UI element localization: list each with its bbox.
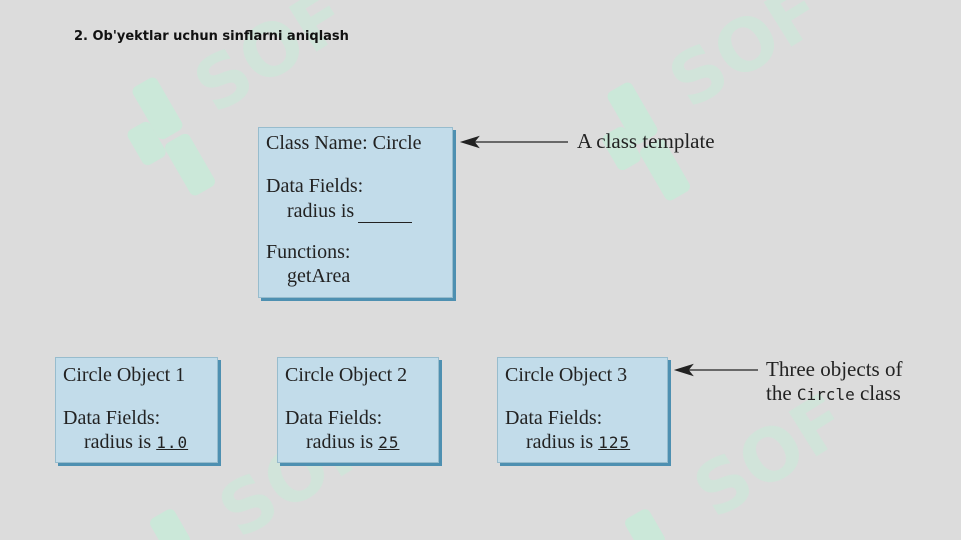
object-box-3: Circle Object 3 Data Fields: radius is 1… — [497, 357, 668, 463]
object-box-title: Circle Object 2 — [285, 364, 408, 386]
objects-note: Three objects of the Circle class — [766, 357, 902, 407]
object-box-fields-label: Data Fields: — [285, 407, 383, 429]
objects-note-suffix: class — [854, 381, 901, 405]
class-box-functions-label: Functions: — [266, 241, 351, 263]
object-box-field: radius is 1.0 — [84, 430, 188, 455]
slide-heading: 2. Ob'yektlar uchun sinflarni aniqlash — [74, 29, 349, 44]
objects-note-prefix: the — [766, 381, 797, 405]
object-box-fields-label: Data Fields: — [63, 407, 161, 429]
objects-note-arrow — [673, 363, 758, 377]
objects-note-code: Circle — [796, 385, 855, 404]
object-box-field: radius is 125 — [526, 430, 630, 455]
object-box-value: 1.0 — [156, 433, 189, 452]
object-box-fields-label: Data Fields: — [505, 407, 603, 429]
object-box-field: radius is 25 — [306, 430, 399, 455]
object-box-field-text: radius is — [306, 431, 374, 453]
object-box-title: Circle Object 1 — [63, 364, 186, 386]
object-box-title: Circle Object 3 — [505, 364, 628, 386]
objects-note-line1: Three objects of — [766, 357, 903, 381]
class-box-field: radius is — [287, 199, 413, 223]
class-box-field-text: radius is — [287, 200, 355, 222]
class-note-arrow — [459, 135, 568, 149]
object-box-value: 125 — [598, 433, 631, 452]
radius-blank — [358, 204, 413, 223]
class-box: Class Name: Circle Data Fields: radius i… — [258, 127, 453, 298]
class-box-fields-label: Data Fields: — [266, 175, 364, 197]
object-box-2: Circle Object 2 Data Fields: radius is 2… — [277, 357, 439, 463]
class-box-title: Class Name: Circle — [266, 132, 422, 154]
object-box-1: Circle Object 1 Data Fields: radius is 1… — [55, 357, 218, 463]
object-box-field-text: radius is — [526, 431, 594, 453]
object-box-field-text: radius is — [84, 431, 152, 453]
class-template-note: A class template — [577, 129, 715, 153]
class-box-function-name: getArea — [287, 265, 351, 287]
objects-note-line2: the Circle class — [766, 381, 902, 407]
object-box-value: 25 — [378, 433, 400, 452]
